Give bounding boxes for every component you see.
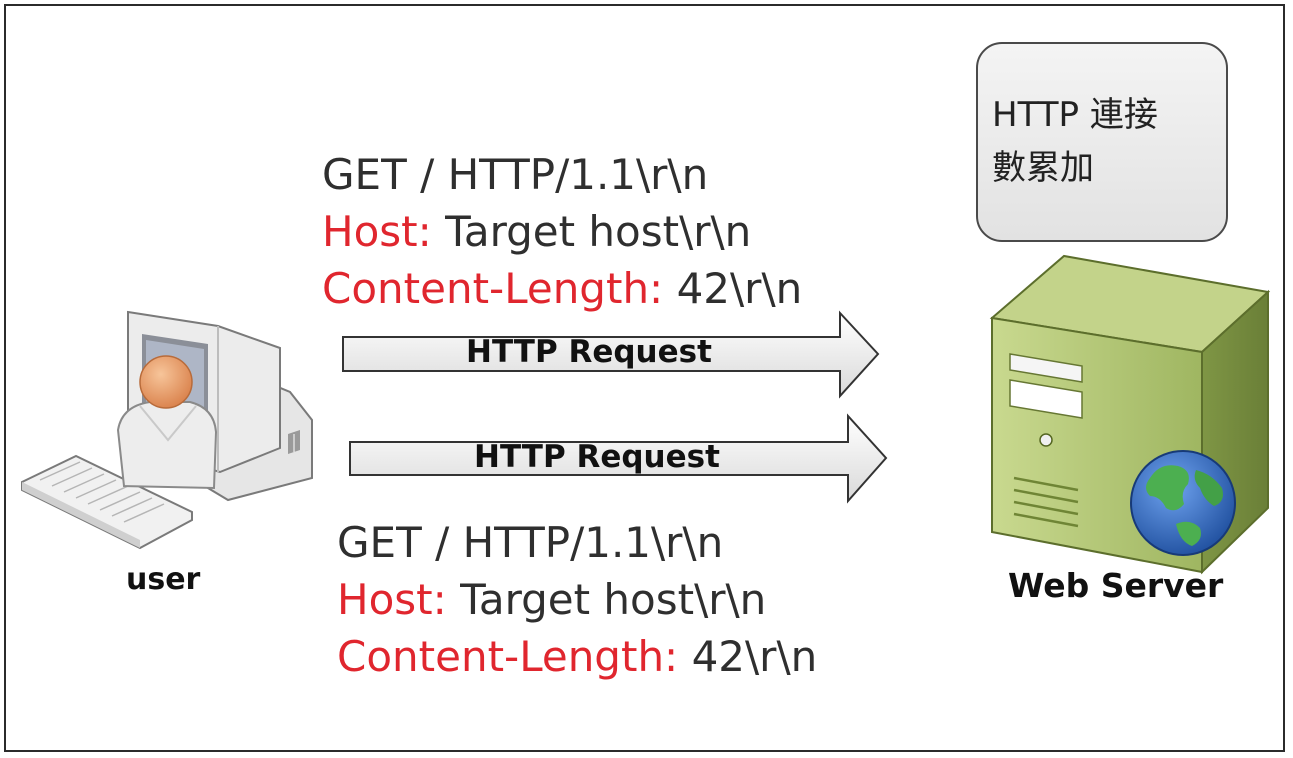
diagram-frame	[4, 4, 1285, 752]
header-content-length: Content-Length: 42\r\n	[337, 628, 817, 685]
connection-note-line: HTTP 連接	[992, 95, 1158, 135]
header-key: Content-Length:	[337, 632, 679, 681]
header-value: Target host\r\n	[445, 207, 752, 256]
header-content-length: Content-Length: 42\r\n	[322, 260, 802, 317]
arrow-label: HTTP Request	[466, 334, 712, 370]
connection-note-line: 數累加	[992, 148, 1094, 188]
web-server-label: Web Server	[1008, 566, 1224, 605]
header-key: Host:	[337, 575, 447, 624]
arrow-request-bottom	[349, 413, 888, 504]
request-block-top: GET / HTTP/1.1\r\n Host: Target host\r\n…	[322, 146, 802, 317]
connection-note-text: HTTP 連接 數累加	[992, 89, 1158, 195]
connection-note: HTTP 連接 數累加	[976, 42, 1228, 242]
user-computer-icon	[21, 310, 313, 550]
arrow-request-top	[342, 310, 880, 399]
globe-icon	[1130, 450, 1236, 556]
header-host: Host: Target host\r\n	[322, 203, 802, 260]
header-value: 42\r\n	[691, 632, 818, 681]
header-key: Content-Length:	[322, 264, 664, 313]
arrow-label: HTTP Request	[474, 439, 720, 475]
header-value: 42\r\n	[676, 264, 803, 313]
header-value: Target host\r\n	[460, 575, 767, 624]
request-block-bottom: GET / HTTP/1.1\r\n Host: Target host\r\n…	[337, 514, 817, 685]
request-line: GET / HTTP/1.1\r\n	[322, 150, 709, 199]
header-host: Host: Target host\r\n	[337, 571, 817, 628]
header-key: Host:	[322, 207, 432, 256]
user-label: user	[126, 562, 201, 597]
request-line: GET / HTTP/1.1\r\n	[337, 518, 724, 567]
